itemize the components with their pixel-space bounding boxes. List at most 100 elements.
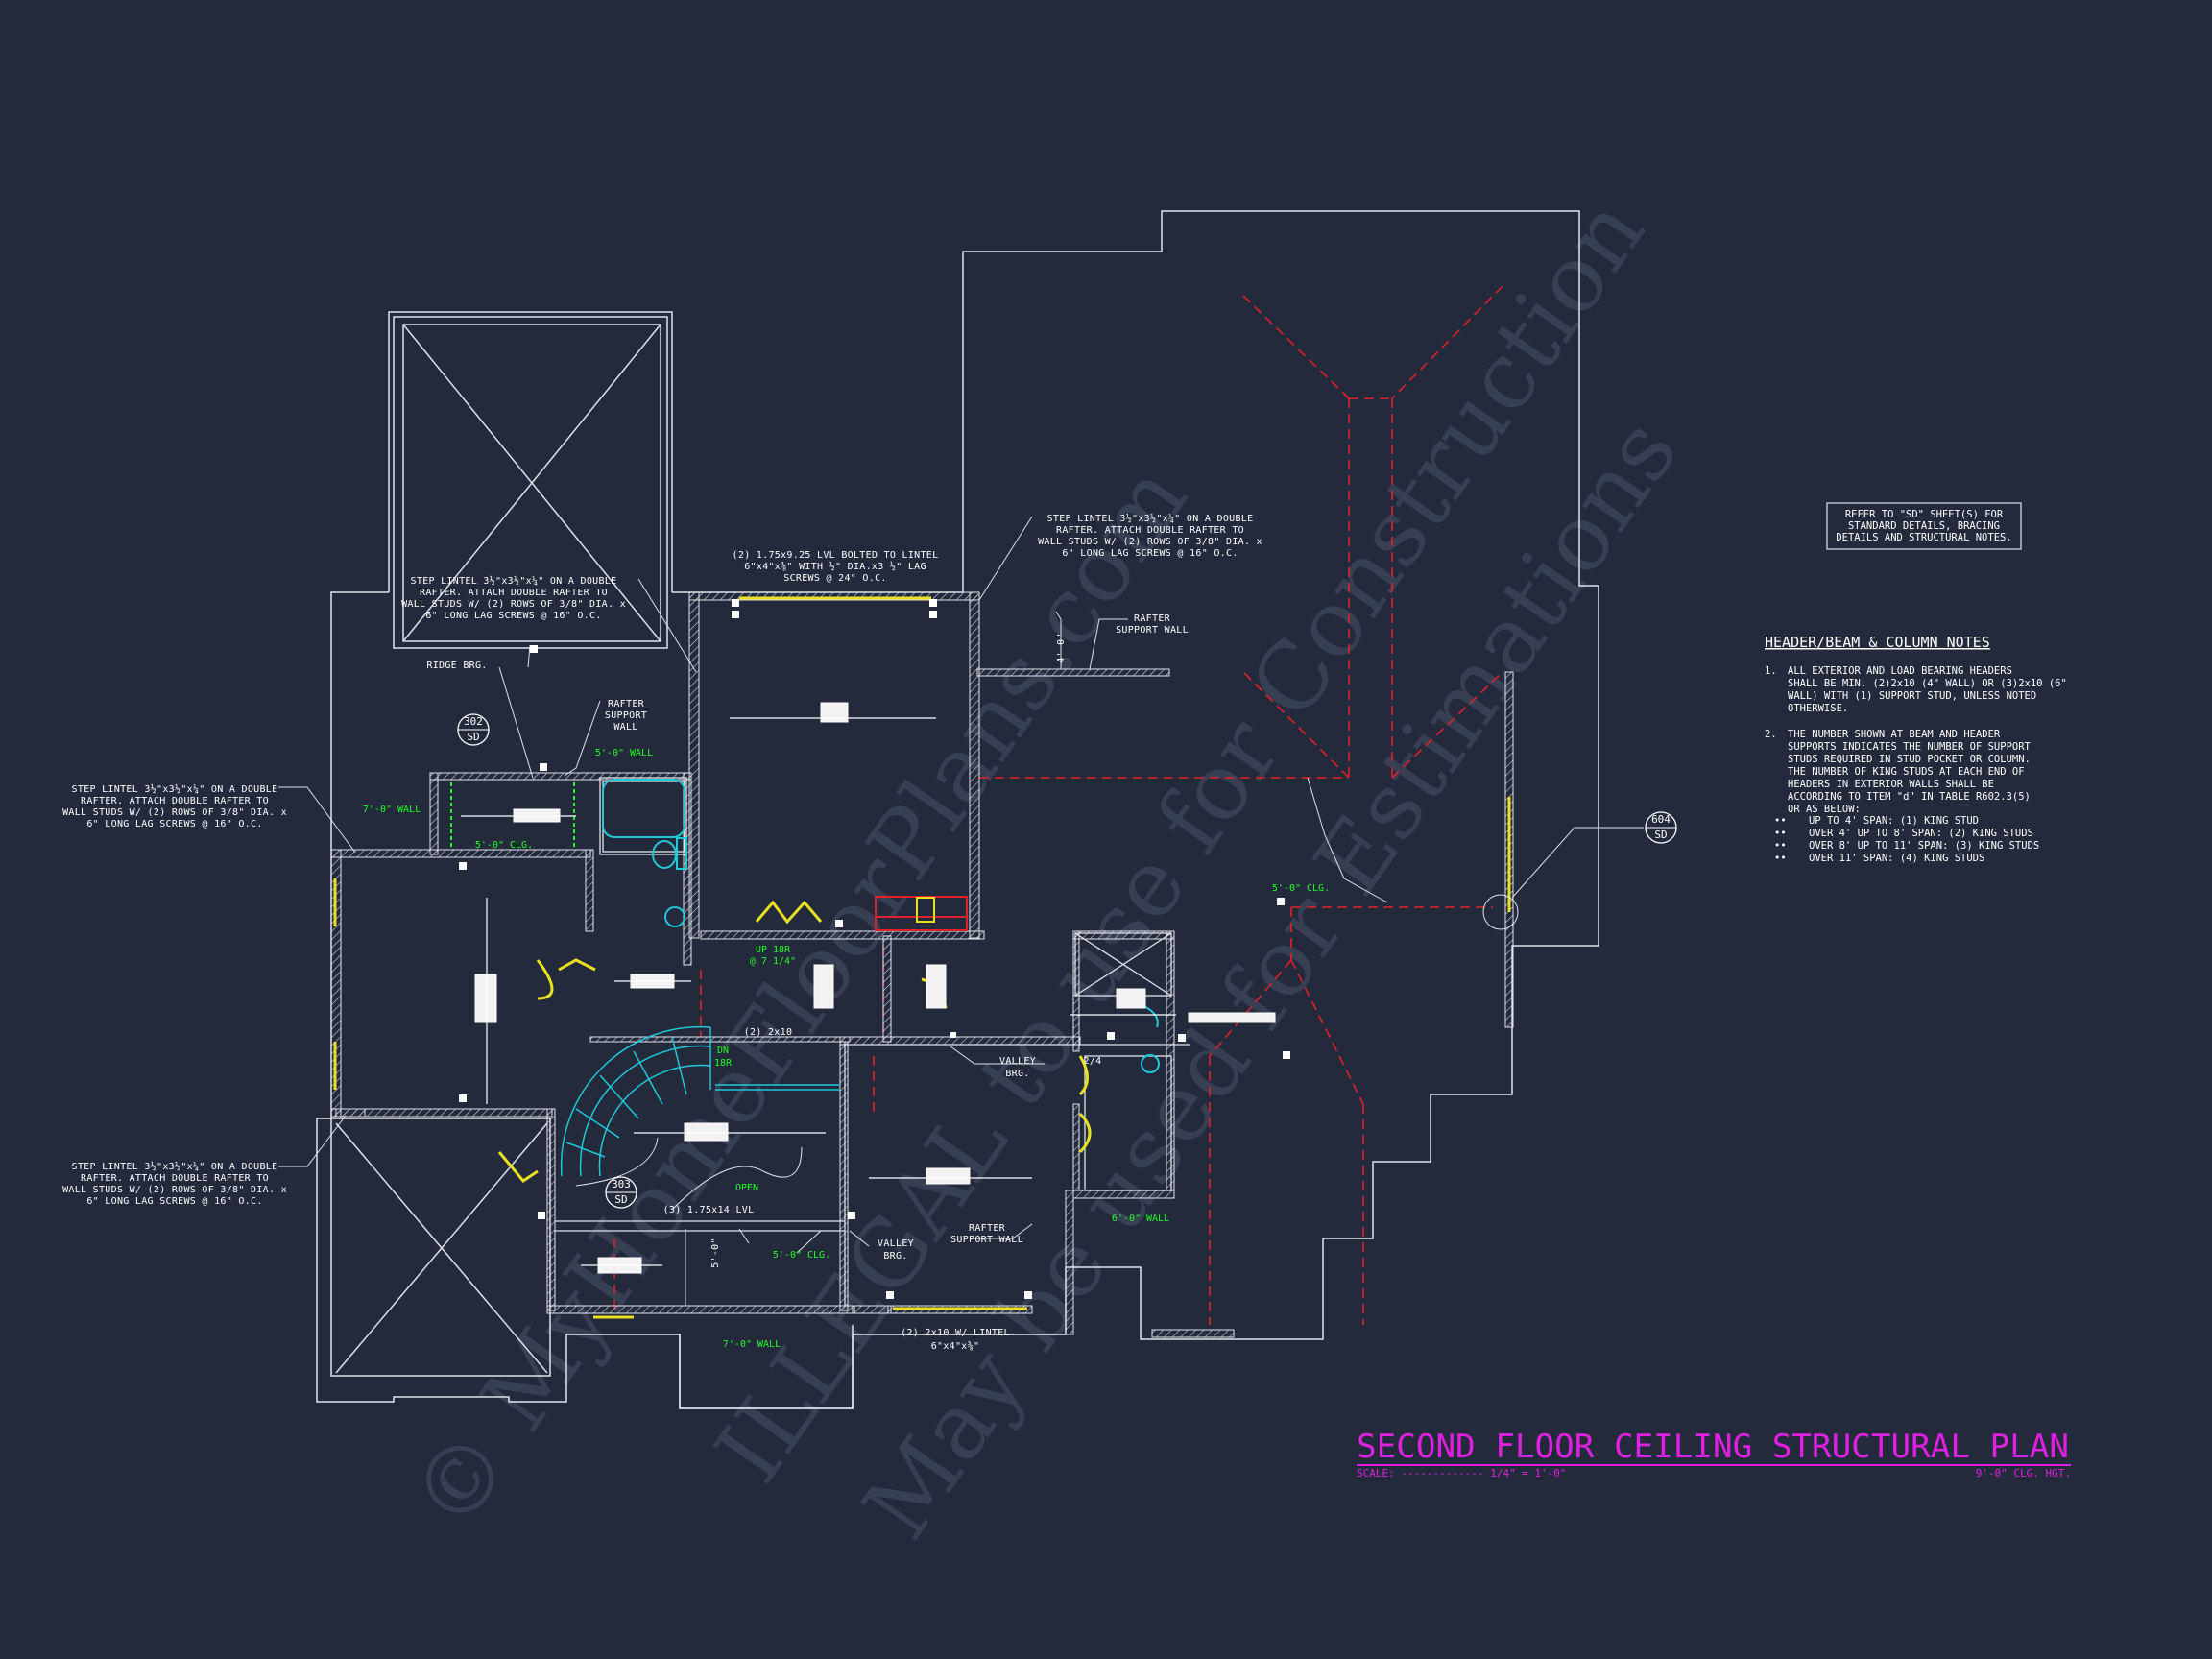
svg-text:STEP LINTEL 3½"x3½"x¼" ON A DO: STEP LINTEL 3½"x3½"x¼" ON A DOUBLE <box>411 575 617 587</box>
svg-text:6"x4"x⅜": 6"x4"x⅜" <box>931 1340 980 1352</box>
svg-text:OVER 4' UP TO 8' SPAN: (2) KIN: OVER 4' UP TO 8' SPAN: (2) KING STUDS <box>1809 828 2033 839</box>
wall-7ft-label: 7'-0" WALL <box>363 805 421 815</box>
open-label: OPEN <box>735 1183 758 1193</box>
callout-lvl-top: (2) 1.75x9.25 LVL BOLTED TO LINTEL 6"x4"… <box>733 550 939 584</box>
svg-text:RAFTER. ATTACH DOUBLE RAFTER: RAFTER. ATTACH DOUBLE RAFTER TO <box>81 1173 269 1184</box>
tag-303-sheet: SD <box>614 1193 627 1206</box>
plan-title: SECOND FLOOR CEILING STRUCTURAL PLAN <box>1357 1428 2069 1466</box>
wall-6ft-label: 6'-0" WALL <box>1112 1214 1169 1224</box>
svg-text:STANDARD DETAILS, BRACING: STANDARD DETAILS, BRACING <box>1848 520 2000 532</box>
valley-brg-1: VALLEY BRG. <box>999 1056 1036 1079</box>
callout-step-lintel-lower: STEP LINTEL 3½"x3½"x¼" ON A DOUBLE RAFTE… <box>62 1161 287 1207</box>
svg-text:WALL) WITH (1) SUPPORT STUD, U: WALL) WITH (1) SUPPORT STUD, UNLESS NOTE… <box>1788 690 2036 702</box>
notes-heading: HEADER/BEAM & COLUMN NOTES <box>1765 634 1990 651</box>
beam-2x10: (2) 2x10 <box>744 1027 793 1038</box>
callout-step-lintel-left: STEP LINTEL 3½"x3½"x¼" ON A DOUBLE RAFTE… <box>62 783 287 830</box>
rafter-support-2: RAFTER SUPPORT WALL <box>1116 613 1189 636</box>
watermark-3: May be used for Estimations <box>843 399 1698 1557</box>
svg-text:UP 18R: UP 18R <box>756 945 791 955</box>
svg-text:••: •• <box>1774 815 1787 827</box>
stud-markers <box>459 599 1290 1299</box>
clg-5ft-label-b: 5'-0" CLG. <box>1272 883 1330 894</box>
stair <box>560 1025 840 1177</box>
svg-text:STUDS REQUIRED IN STUD POCKET: STUDS REQUIRED IN STUD POCKET OR COLUMN. <box>1788 754 2031 765</box>
tag-604-num: 604 <box>1651 813 1671 826</box>
rafter-support-3: RAFTER SUPPORT WALL <box>950 1223 1023 1245</box>
clg-5ft-label-a: 5'-0" CLG. <box>475 840 533 851</box>
svg-text:SUPPORT WALL: SUPPORT WALL <box>950 1235 1023 1245</box>
svg-text:STEP LINTEL 3½"x3½"x¼" ON A DO: STEP LINTEL 3½"x3½"x¼" ON A DOUBLE <box>72 783 278 795</box>
svg-text:DN: DN <box>717 1046 729 1056</box>
beam-lvl: (3) 1.75x14 LVL <box>663 1205 755 1215</box>
tag-302-num: 302 <box>464 715 483 728</box>
svg-text:(2) 1.75x9.25 LVL BOLTED TO LI: (2) 1.75x9.25 LVL BOLTED TO LINTEL <box>733 550 939 561</box>
svg-text:6" LONG LAG SCREWS @ 16" O.C.: 6" LONG LAG SCREWS @ 16" O.C. <box>86 819 262 830</box>
svg-text:WALL STUDS W/ (2) ROWS OF 3/8": WALL STUDS W/ (2) ROWS OF 3/8" DIA. x <box>401 599 626 610</box>
svg-text:SHALL BE MIN. (2)2x10 (4" WALL: SHALL BE MIN. (2)2x10 (4" WALL) OR (3)2x… <box>1788 678 2067 689</box>
rafter-support-1: RAFTER SUPPORT WALL <box>605 699 647 733</box>
svg-text:OVER 8' UP TO 11' SPAN: (3) KI: OVER 8' UP TO 11' SPAN: (3) KING STUDS <box>1809 840 2039 852</box>
beam-lintel: (2) 2x10 W/ LINTEL 6"x4"x⅜" <box>901 1328 1010 1352</box>
svg-text:••: •• <box>1774 840 1787 852</box>
svg-text:WALL STUDS W/ (2) ROWS OF 3/8": WALL STUDS W/ (2) ROWS OF 3/8" DIA. x <box>62 807 287 818</box>
title-block: SECOND FLOOR CEILING STRUCTURAL PLAN SCA… <box>1357 1428 2071 1479</box>
ceiling-height-label: 9'-0" CLG. HGT. <box>1976 1467 2071 1479</box>
svg-text:ACCORDING TO ITEM "d" IN TABLE: ACCORDING TO ITEM "d" IN TABLE R602.3(5) <box>1788 791 2031 803</box>
svg-text:THE NUMBER OF KING STUDS AT EA: THE NUMBER OF KING STUDS AT EACH END OF <box>1788 766 2025 778</box>
svg-text:HEADERS IN EXTERIOR WALLS SHAL: HEADERS IN EXTERIOR WALLS SHALL BE <box>1788 779 1994 790</box>
svg-text:1.: 1. <box>1765 665 1777 677</box>
refer-note-box: REFER TO "SD" SHEET(S) FOR STANDARD DETA… <box>1826 502 2022 550</box>
valley-brg-2: VALLEY BRG. <box>878 1238 914 1262</box>
svg-text:RAFTER. ATTACH DOUBLE RAFTER: RAFTER. ATTACH DOUBLE RAFTER TO <box>420 588 608 598</box>
svg-text:6" LONG LAG SCREWS @ 16" O.C.: 6" LONG LAG SCREWS @ 16" O.C. <box>1062 548 1238 559</box>
svg-text:UP TO 4' SPAN: (1) KING STUD: UP TO 4' SPAN: (1) KING STUD <box>1809 815 1979 827</box>
svg-text:STEP LINTEL 3½"x3½"x¼" ON A DO: STEP LINTEL 3½"x3½"x¼" ON A DOUBLE <box>72 1161 278 1172</box>
svg-text:RAFTER: RAFTER <box>969 1223 1006 1234</box>
svg-text:RAFTER. ATTACH DOUBLE RAFTER: RAFTER. ATTACH DOUBLE RAFTER TO <box>81 796 269 806</box>
stair-dn-label: DN 18R <box>714 1046 733 1069</box>
svg-text:(2) 2x10 W/ LINTEL: (2) 2x10 W/ LINTEL <box>901 1328 1010 1338</box>
svg-text:SUPPORT WALL: SUPPORT WALL <box>1116 625 1189 636</box>
svg-text:DETAILS AND STRUCTURAL NOTES.: DETAILS AND STRUCTURAL NOTES. <box>1836 532 2011 543</box>
detail-tag-604[interactable]: 604 SD <box>1645 811 1677 844</box>
range <box>916 897 935 923</box>
callout-step-lintel-right: STEP LINTEL 3½"x3½"x¼" ON A DOUBLE RAFTE… <box>1038 513 1262 559</box>
svg-text:••: •• <box>1774 853 1787 864</box>
tag-604-sheet: SD <box>1654 829 1667 841</box>
stair-up-label: UP 18R @ 7 1/4" <box>750 945 796 967</box>
svg-text:RAFTER: RAFTER <box>1134 613 1171 624</box>
svg-text:WALL STUDS W/ (2) ROWS OF 3/8": WALL STUDS W/ (2) ROWS OF 3/8" DIA. x <box>62 1185 287 1195</box>
header-beam-notes: HEADER/BEAM & COLUMN NOTES 1. ALL EXTERI… <box>1765 634 2067 864</box>
tag-302-sheet: SD <box>467 731 479 743</box>
svg-text:VALLEY: VALLEY <box>878 1238 914 1249</box>
svg-text:SUPPORTS INDICATES THE NUMBER: SUPPORTS INDICATES THE NUMBER OF SUPPORT <box>1788 741 2032 753</box>
svg-text:2.: 2. <box>1765 729 1777 740</box>
svg-text:VALLEY: VALLEY <box>999 1056 1036 1067</box>
detail-tag-302[interactable]: 302 SD <box>457 713 490 746</box>
svg-text:@ 7 1/4": @ 7 1/4" <box>750 956 796 967</box>
wall-7ft-label-b: 7'-0" WALL <box>723 1339 781 1350</box>
svg-text:RAFTER. ATTACH DOUBLE RAFTER: RAFTER. ATTACH DOUBLE RAFTER TO <box>1056 525 1244 536</box>
svg-text:WALL: WALL <box>613 722 637 733</box>
svg-text:SCREWS @ 24" O.C.: SCREWS @ 24" O.C. <box>783 573 886 584</box>
svg-text:OTHERWISE.: OTHERWISE. <box>1788 703 1848 714</box>
detail-tag-303[interactable]: 303 SD <box>605 1176 637 1209</box>
joist-arrows <box>461 717 1176 1266</box>
svg-text:THE NUMBER SHOWN AT BEAM AND H: THE NUMBER SHOWN AT BEAM AND HEADER <box>1788 729 2001 740</box>
svg-text:ALL EXTERIOR AND LOAD BEARING: ALL EXTERIOR AND LOAD BEARING HEADERS <box>1788 665 2012 677</box>
ratio-label: 2/4 <box>1084 1056 1102 1067</box>
windows <box>333 596 1511 1319</box>
beams <box>474 702 1276 1274</box>
wall-5ft-label: 5'-0" WALL <box>595 748 653 758</box>
svg-text:6" LONG LAG SCREWS @ 16" O.C.: 6" LONG LAG SCREWS @ 16" O.C. <box>86 1196 262 1207</box>
svg-text:BRG.: BRG. <box>1005 1069 1029 1079</box>
svg-text:BRG.: BRG. <box>883 1251 907 1262</box>
ridge-valley-lines <box>613 285 1503 1325</box>
svg-text:18R: 18R <box>714 1058 733 1069</box>
ridge-label: RIDGE BRG. <box>426 661 487 671</box>
scale-label: SCALE: ------------- 1/4" = 1'-0" <box>1357 1467 1567 1479</box>
svg-text:••: •• <box>1774 828 1787 839</box>
dim-5ft: 5'-0" <box>710 1238 721 1268</box>
leader-lines <box>278 516 1644 1306</box>
svg-text:OVER 11' SPAN: (4) KING STUDS: OVER 11' SPAN: (4) KING STUDS <box>1809 853 1984 864</box>
